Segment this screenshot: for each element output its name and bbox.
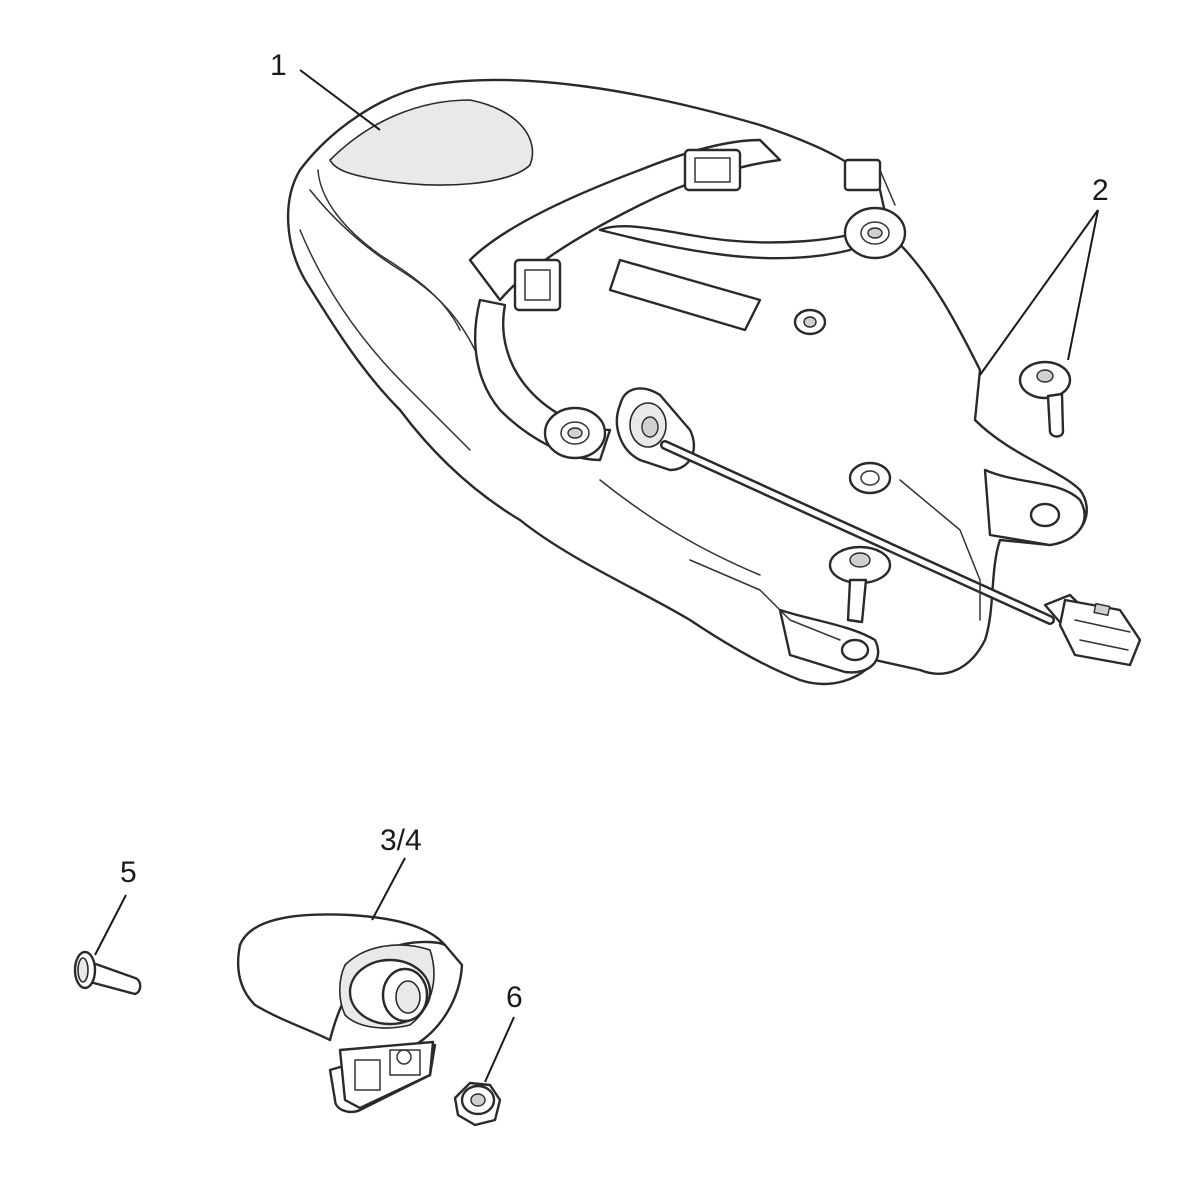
callout-5: 5 xyxy=(94,856,137,956)
screw-2 xyxy=(1018,360,1072,438)
callout-label-6: 6 xyxy=(506,981,523,1014)
boss-lower xyxy=(848,461,892,495)
underside-bracket xyxy=(689,559,841,641)
leader-line-1 xyxy=(299,69,381,131)
clip-top xyxy=(683,148,742,192)
leader-line-5 xyxy=(94,894,127,956)
mount-boss-left xyxy=(543,406,607,460)
lock-cover xyxy=(236,913,464,1114)
callout-label-2: 2 xyxy=(1092,174,1109,207)
callout-3-4: 3/4 xyxy=(371,824,422,921)
mount-boss-right xyxy=(843,206,907,260)
leader-line-2b xyxy=(1067,209,1099,361)
frame-rib xyxy=(608,258,762,332)
frame-rail-left xyxy=(468,138,782,302)
boss-small xyxy=(793,308,827,336)
rear-tab xyxy=(983,468,1086,547)
callout-label-5: 5 xyxy=(120,856,137,889)
fitted-screw xyxy=(828,545,892,624)
leader-line-6 xyxy=(484,1016,515,1083)
seat-contour xyxy=(309,189,476,351)
side-tab xyxy=(843,158,882,192)
leader-line-2a xyxy=(979,209,1099,376)
nut-6 xyxy=(453,1081,502,1127)
callout-label-3-4: 3/4 xyxy=(380,824,422,857)
bolt-5 xyxy=(73,950,142,996)
clip-left xyxy=(513,258,562,312)
cable-connector xyxy=(1043,593,1142,667)
seat-cowl-assembly xyxy=(286,78,1142,686)
callout-label-1: 1 xyxy=(270,49,287,82)
seat-pad xyxy=(329,99,534,186)
leader-line-3-4 xyxy=(371,857,406,921)
callout-6: 6 xyxy=(484,981,523,1083)
callout-1: 1 xyxy=(270,49,381,131)
callout-2: 2 xyxy=(979,174,1109,376)
